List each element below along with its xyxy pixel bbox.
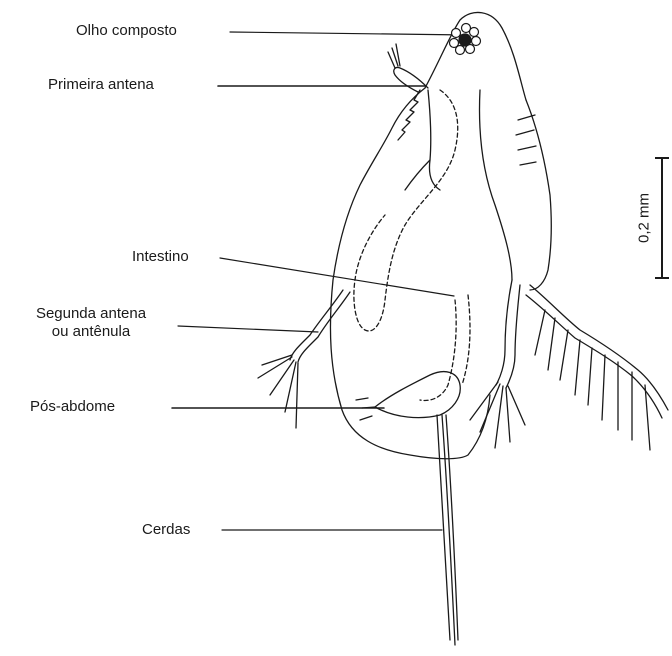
thoracic-leg xyxy=(496,280,512,385)
leader-compound-eye xyxy=(230,32,468,35)
first-antenna-shape xyxy=(394,67,428,92)
label-first-antenna: Primeira antena xyxy=(48,76,154,94)
scale-bar xyxy=(655,158,669,278)
second-antenna xyxy=(290,290,343,360)
label-second-antenna-line2: ou antênula xyxy=(6,323,176,341)
scale-bar-label: 0,2 mm xyxy=(636,193,653,243)
dorsal-spines xyxy=(398,90,420,140)
leader-intestine xyxy=(220,258,454,296)
label-second-antenna: Segunda antena ou antênula xyxy=(6,305,176,341)
body-inner-line xyxy=(480,90,512,280)
label-setae: Cerdas xyxy=(142,521,190,539)
carapace-outline xyxy=(330,88,490,459)
label-postabdomen: Pós-abdome xyxy=(30,398,115,416)
postabdomen-shape xyxy=(375,372,460,418)
head-outline xyxy=(425,12,526,100)
label-compound-eye: Olho composto xyxy=(76,22,177,40)
label-intestine: Intestino xyxy=(132,248,189,266)
label-second-antenna-line1: Segunda antena xyxy=(6,305,176,323)
body-dorsal xyxy=(526,100,551,290)
leader-second-antenna xyxy=(178,326,318,332)
compound-eye xyxy=(450,24,481,55)
